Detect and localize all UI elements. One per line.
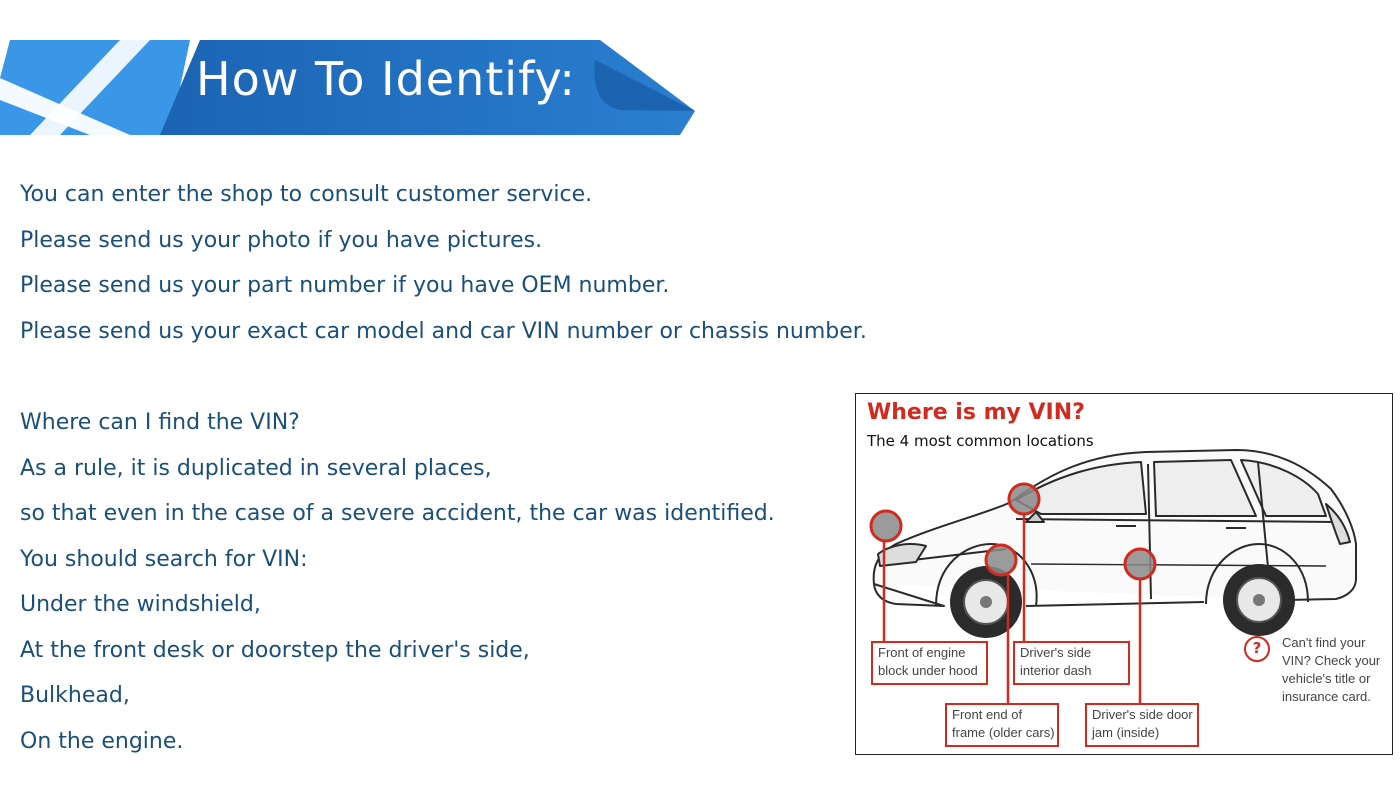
page-title: How To Identify: <box>196 52 576 106</box>
help-line: VIN? Check your <box>1282 653 1381 668</box>
header-banner: How To Identify: <box>0 38 720 138</box>
text-line: Where can I find the VIN? <box>20 410 300 435</box>
intro-text: You can enter the shop to consult custom… <box>20 172 867 354</box>
help-line: Can't find your <box>1282 635 1366 650</box>
help-line: insurance card. <box>1282 689 1371 704</box>
car-illustration <box>869 449 1357 705</box>
callout-line: Driver's side <box>1020 645 1092 660</box>
callout-interior-dash: Driver's side interior dash <box>1013 641 1130 685</box>
text-line: At the front desk or doorstep the driver… <box>20 637 530 663</box>
vin-marker-dash <box>1007 482 1041 516</box>
diagram-subtitle: The 4 most common locations <box>867 432 1094 450</box>
text-line: so that even in the case of a severe acc… <box>20 501 775 526</box>
text-line: You can enter the shop to consult custom… <box>20 182 593 207</box>
callout-engine-block: Front of engine block under hood <box>871 641 988 685</box>
text-line: Please send us your part number if you h… <box>20 273 670 298</box>
diagram-title: Where is my VIN? <box>867 400 1085 425</box>
text-line: Under the windshield, <box>20 592 261 617</box>
callout-line: jam (inside) <box>1092 725 1160 740</box>
text-line: Please send us your exact car model and … <box>20 318 867 344</box>
vin-marker-frame <box>984 543 1018 577</box>
callout-door-jam: Driver's side door jam (inside) <box>1085 703 1199 747</box>
callout-line: frame (older cars) <box>952 725 1055 740</box>
rear-wheel <box>1223 564 1295 636</box>
text-line: Bulkhead, <box>20 683 130 708</box>
help-line: vehicle's title or <box>1282 671 1371 686</box>
callout-line: interior dash <box>1020 663 1092 678</box>
callout-line: block under hood <box>878 663 978 678</box>
text-line: Please send us your photo if you have pi… <box>20 227 543 253</box>
callout-line: Driver's side door <box>1092 707 1193 722</box>
question-icon: ? <box>1244 636 1270 662</box>
vin-marker-door <box>1123 547 1157 581</box>
callout-line: Front of engine <box>878 645 966 660</box>
front-wheel <box>950 566 1022 638</box>
vin-marker-engine <box>869 509 903 543</box>
callout-front-frame: Front end of frame (older cars) <box>945 703 1059 747</box>
banner-graphic <box>0 40 695 135</box>
help-note: Can't find your VIN? Check your vehicle'… <box>1282 634 1380 706</box>
text-line: You should search for VIN: <box>20 546 308 572</box>
banner-dark-panel <box>160 40 695 135</box>
text-line: On the engine. <box>20 728 184 754</box>
vin-instructions: Where can I find the VIN? As a rule, it … <box>20 400 775 764</box>
vin-location-diagram: Where is my VIN? The 4 most common locat… <box>855 393 1393 755</box>
callout-line: Front end of <box>952 707 1023 722</box>
text-line: As a rule, it is duplicated in several p… <box>20 455 492 481</box>
